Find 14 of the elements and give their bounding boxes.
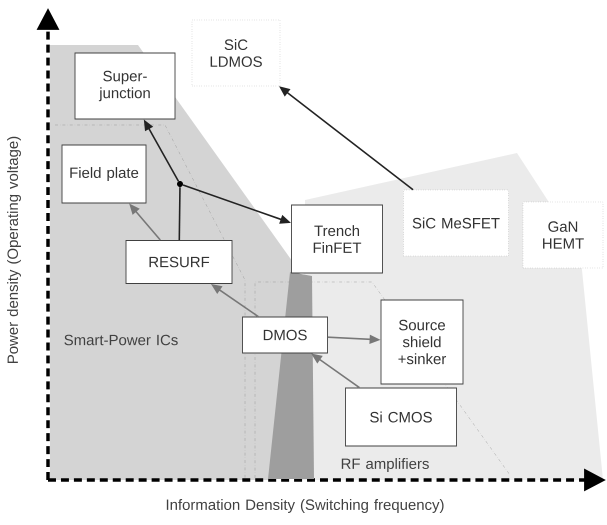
axis-label: Information Density (Switching frequency) [166, 499, 444, 513]
technology-box: SiC LDMOS [192, 20, 280, 86]
technology-box: Si CMOS [345, 388, 457, 446]
technology-box: RESURF [126, 240, 232, 284]
region-label: RF amplifiers [342, 458, 429, 472]
technology-box: SiC MeSFET [403, 190, 509, 256]
technology-box: Trench FinFET [291, 204, 383, 274]
axis-label: Power density (Operating voltage) [7, 136, 21, 363]
technology-box: DMOS [242, 316, 328, 354]
technology-box: Source shield +sinker [380, 300, 464, 384]
technology-box: Field plate [62, 144, 146, 204]
technology-box: GaN HEMT [522, 202, 604, 268]
technology-box: Super-junction [74, 52, 176, 120]
region-label: Smart-Power ICs [64, 334, 178, 346]
